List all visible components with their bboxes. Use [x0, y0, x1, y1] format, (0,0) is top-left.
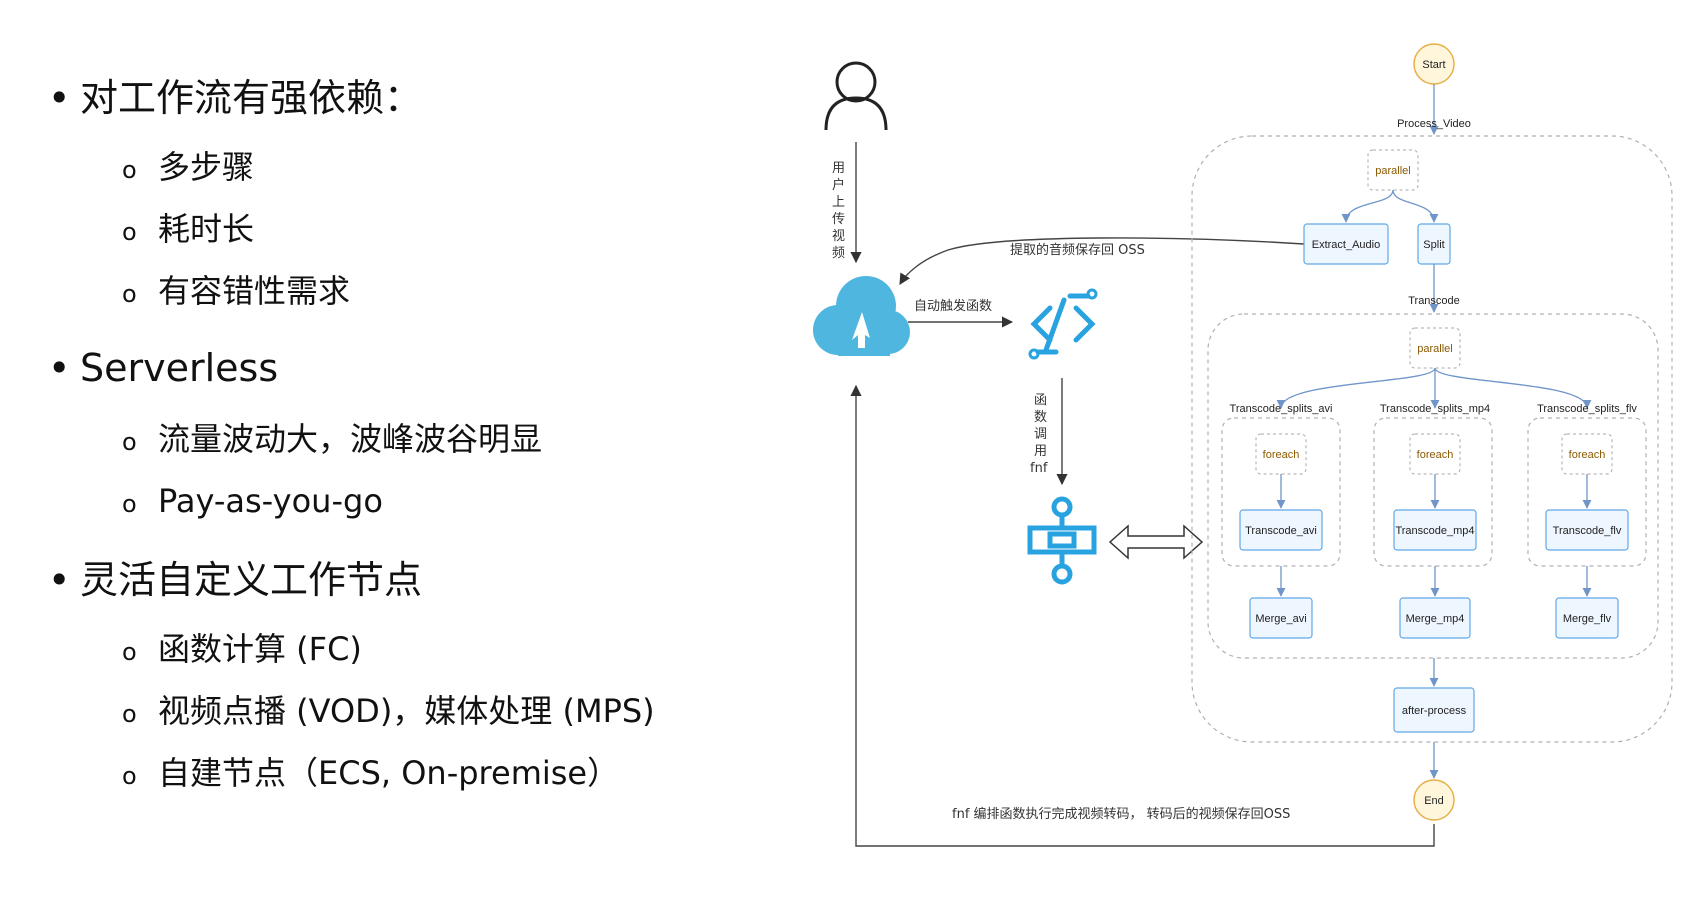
extract-audio-node: [1303, 223, 1389, 265]
foreach-flv-node: [1561, 433, 1613, 475]
bullet-workflow-dependency: •对工作流有强依赖：: [48, 76, 423, 120]
start-label: Start: [1422, 59, 1445, 71]
bullet-text: Serverless: [80, 346, 279, 390]
extract-audio-label: Extract_Audio: [1312, 239, 1380, 251]
upload-label-char: 视: [832, 229, 845, 244]
transcode-label: Transcode: [1408, 295, 1460, 307]
invoke-label-char: 函: [1034, 393, 1047, 408]
bullet-text: 灵活自定义工作节点: [80, 558, 423, 602]
sub-bullet-text: 流量波动大，波峰波谷明显: [158, 420, 543, 458]
foreach-avi-node: [1255, 433, 1307, 475]
serverless-workflow-icon: [1027, 496, 1097, 585]
transcode-avi-node: [1239, 509, 1323, 551]
upload-label-char: 用: [832, 161, 845, 176]
end-label: End: [1424, 795, 1444, 807]
parallel-inner-node: [1409, 327, 1461, 369]
sub-bullet-text: 多步骤: [158, 148, 255, 186]
bullet-serverless: •Serverless: [48, 346, 279, 390]
upload-label: 用 户 上 传 视 频: [832, 161, 845, 261]
transcode-avi-label: Transcode_avi: [1245, 525, 1317, 537]
edge: [1392, 189, 1439, 223]
upload-label-char: 上: [832, 195, 845, 210]
edge: [1434, 367, 1592, 409]
transcode-mp4-node: [1393, 509, 1477, 551]
invoke-label-char: fnf: [1030, 461, 1048, 476]
branch-mp4-title: Transcode_splits_mp4: [1380, 403, 1490, 415]
transcode-flv-node: [1545, 509, 1629, 551]
foreach-label: foreach: [1263, 449, 1300, 461]
sub-bullet-text: Pay-as-you-go: [158, 482, 383, 520]
audio-label: 提取的音频保存回 OSS: [1010, 242, 1145, 258]
branch-avi-title: Transcode_splits_avi: [1230, 403, 1333, 415]
function-compute-icon: [1028, 288, 1098, 360]
bidirectional-arrow: [1108, 524, 1204, 560]
upload-label-char: 频: [832, 246, 845, 261]
after-process-node: [1393, 687, 1475, 733]
merge-mp4-label: Merge_mp4: [1406, 613, 1465, 625]
merge-flv-node: [1555, 597, 1619, 639]
upload-label-char: 传: [832, 212, 845, 227]
bullet-custom-nodes: •灵活自定义工作节点: [48, 558, 423, 602]
edge: [1276, 367, 1436, 409]
parallel-label: parallel: [1375, 165, 1410, 177]
result-label: fnf 编排函数执行完成视频转码， 转码后的视频保存回OSS: [952, 806, 1290, 822]
transcode-group: [1207, 313, 1659, 659]
parallel-inner-label: parallel: [1417, 343, 1452, 355]
invoke-label-char: 用: [1034, 444, 1047, 459]
oss-cloud-upload-icon: [813, 276, 910, 356]
sub-bullet-text: 有容错性需求: [158, 272, 351, 310]
foreach-mp4-node: [1409, 433, 1461, 475]
invoke-label: 函 数 调 用 fnf: [1030, 393, 1048, 476]
edge: [1341, 189, 1394, 223]
end-node: [1413, 779, 1455, 821]
invoke-label-char: 数: [1034, 410, 1047, 425]
result-return-arrow: [850, 384, 1435, 847]
merge-avi-node: [1249, 597, 1313, 639]
transcode-mp4-label: Transcode_mp4: [1395, 525, 1474, 537]
bullet-text: 对工作流有强依赖：: [80, 76, 423, 120]
merge-mp4-node: [1399, 597, 1471, 639]
foreach-label: foreach: [1569, 449, 1606, 461]
merge-avi-label: Merge_avi: [1255, 613, 1306, 625]
process-video-group: [1191, 135, 1673, 743]
user-icon: [824, 61, 888, 131]
process-video-label: Process_Video: [1397, 118, 1471, 130]
sub-bullet-text: 耗时长: [158, 210, 255, 248]
transcode-flv-label: Transcode_flv: [1553, 525, 1622, 537]
workflow-graph: Start Process_Video parallel Extract_Aud…: [1191, 43, 1673, 821]
merge-flv-label: Merge_flv: [1563, 613, 1612, 625]
foreach-label: foreach: [1417, 449, 1454, 461]
audio-return-arrow: [899, 237, 1305, 285]
sub-bullet-text: 自建节点（ECS, On-premise）: [158, 754, 620, 792]
trigger-label: 自动触发函数: [914, 298, 992, 314]
split-label: Split: [1423, 239, 1444, 251]
branch-flv-title: Transcode_splits_flv: [1537, 403, 1637, 415]
sub-bullet-text: 函数计算 (FC): [158, 630, 362, 668]
invoke-label-char: 调: [1034, 427, 1047, 442]
upload-label-char: 户: [832, 177, 845, 193]
parallel-node: [1367, 149, 1419, 191]
sub-bullet-text: 视频点播 (VOD)，媒体处理 (MPS): [158, 692, 655, 730]
after-process-label: after-process: [1402, 705, 1467, 717]
